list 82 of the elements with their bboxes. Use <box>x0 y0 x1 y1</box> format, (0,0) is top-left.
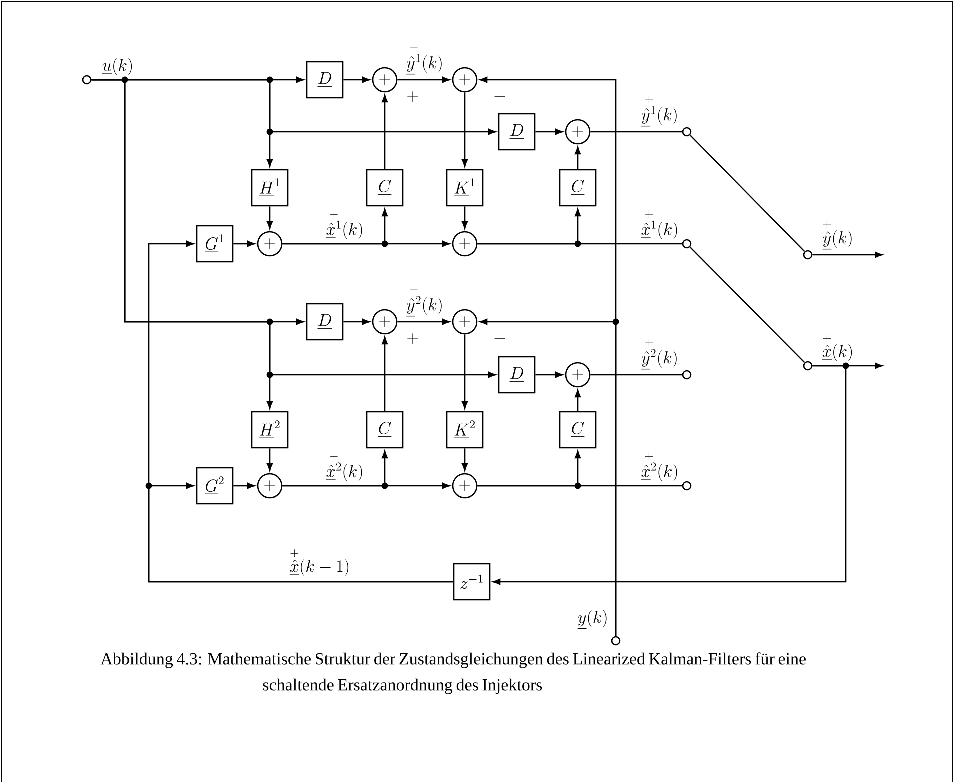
line <box>690 134 806 252</box>
sign-label: $-$ <box>494 96 506 98</box>
sign-label: $+$ <box>408 92 418 102</box>
signal-label: $\underline{u}(k)$ <box>102 58 132 76</box>
summing-junction: $+$ <box>257 231 283 257</box>
terminal-circle <box>803 250 813 260</box>
block-box: $\underline{D}$ <box>306 303 344 341</box>
signal-label: $\overset{+}{\underline{\hat{y}}{}^{1}}(k)$ <box>642 96 677 126</box>
block-box: $\underline{H}^{2}$ <box>251 411 289 449</box>
arrow <box>282 240 450 248</box>
summing-junction: $+$ <box>257 473 283 499</box>
arrow <box>574 390 582 412</box>
signal-label: $\overset{-}{\underline{\hat{x}}{}^{1}}(k)$ <box>326 214 362 240</box>
signal-label: $\overset{-}{\underline{\hat{y}}{}^{2}}(k)$ <box>406 290 442 316</box>
summing-junction: $+$ <box>452 473 478 499</box>
terminal-circle <box>82 75 92 85</box>
block-box: $z^{-1}$ <box>453 563 491 601</box>
caption: Abbildung 4.3: Mathematische Struktur der Zustandsgleichungen des Linearized Kalman-Filters für eine schaltende Ersatzanordnung des Injektors <box>100 652 806 694</box>
block-box: $\underline{D}$ <box>306 61 344 99</box>
block-box: $\underline{H}^{1}$ <box>251 169 289 207</box>
terminal-circle <box>682 481 692 491</box>
arrow <box>812 252 883 258</box>
terminal-circle <box>682 239 692 249</box>
arrow <box>536 128 564 136</box>
arrow <box>462 206 468 230</box>
signal-label: $\overset{+}{\underline{\hat{x}}{}^{2}}(k)$ <box>641 452 678 482</box>
arrow <box>462 448 468 472</box>
line <box>590 374 682 376</box>
line <box>478 485 682 487</box>
block-box: $\underline{C}$ <box>366 169 404 207</box>
arrow <box>462 92 468 168</box>
line <box>690 246 806 364</box>
block-box: $\underline{K}^{2}$ <box>446 411 484 449</box>
block-box: $\underline{C}$ <box>559 411 597 449</box>
block-box: $\underline{G}^{1}$ <box>196 225 234 263</box>
signal-label: $\overset{-}{\underline{\hat{x}}{}^{2}}(k)$ <box>326 456 362 482</box>
arrow <box>344 76 370 84</box>
terminal-circle <box>682 370 692 380</box>
block-box: $\underline{D}$ <box>498 113 536 151</box>
summing-junction: $+$ <box>565 362 591 388</box>
arrow <box>536 372 564 378</box>
signal-label: $\overset{-}{\underline{\hat{y}}{}^{1}}(k)$ <box>406 48 442 74</box>
summing-junction: $+$ <box>565 119 591 145</box>
arrow <box>148 482 454 583</box>
arrow <box>266 206 274 230</box>
arrow <box>266 448 274 472</box>
summing-junction: $+$ <box>452 309 478 335</box>
summing-junction: $+$ <box>452 67 478 93</box>
signal-label: $\underline{y}(k)$ <box>578 610 607 629</box>
block-box: $\underline{K}^{1}$ <box>446 169 484 207</box>
signal-label: $\overset{+}{\underline{\hat{x}}{}^{1}}(k)$ <box>641 210 678 240</box>
arrow <box>398 318 450 326</box>
summing-junction: $+$ <box>372 309 398 335</box>
block-box: $\underline{C}$ <box>366 411 404 449</box>
terminal-circle <box>682 127 692 137</box>
arrow <box>234 482 256 490</box>
signal-label: $\overset{+}{\underline{\hat{y}}{}^{2}}(k)$ <box>642 339 677 370</box>
signal-label: $\overset{+}{\underline{\hat{x}}}(k-1)$ <box>290 550 349 576</box>
terminal-circle <box>803 361 813 371</box>
block-box: $\underline{D}$ <box>498 356 536 394</box>
summing-junction: $+$ <box>372 67 398 93</box>
line <box>478 243 682 245</box>
signal-label: $\overset{+}{\underline{\hat{x}}}(k)$ <box>822 334 852 362</box>
summing-junction: $+$ <box>452 231 478 257</box>
sign-label: $-$ <box>494 338 506 340</box>
terminal-circle <box>611 636 621 646</box>
arrow <box>492 365 847 586</box>
arrow <box>282 482 450 490</box>
arrow <box>462 334 468 410</box>
signal-label: $\overset{+}{\underline{\hat{y}}}(k)$ <box>822 221 852 250</box>
arrow <box>234 240 256 248</box>
block-box: $\underline{C}$ <box>559 169 597 207</box>
arrow <box>92 79 274 410</box>
arrow <box>382 336 388 412</box>
sign-label: $+$ <box>408 334 418 344</box>
arrow <box>382 94 388 170</box>
block-box: $\underline{G}^{2}$ <box>196 467 234 505</box>
line <box>590 131 682 133</box>
arrow <box>480 318 617 636</box>
arrow <box>574 146 582 170</box>
arrow <box>398 76 450 84</box>
arrow <box>344 318 370 326</box>
